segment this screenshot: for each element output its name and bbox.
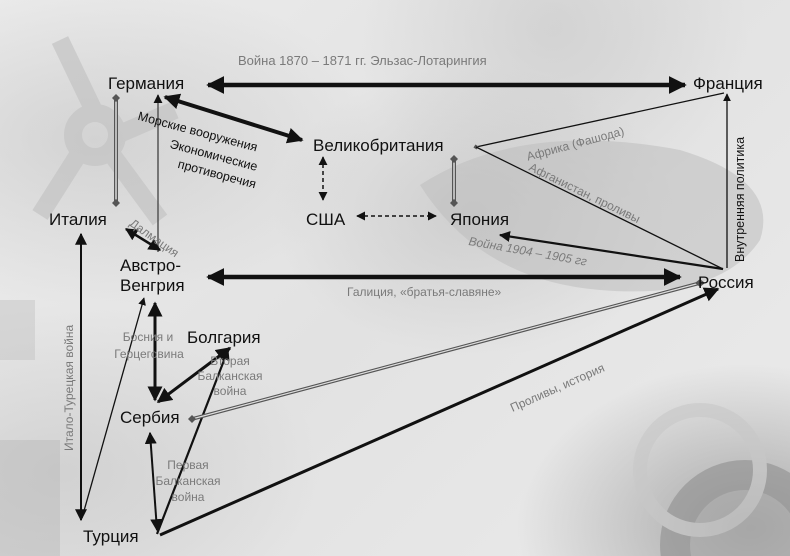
label-herzegovina: Герцеговина [114,347,184,361]
node-serbia: Сербия [120,408,180,427]
edge-serbia-russia-alliance [188,279,705,423]
edge-britain-japan-alliance [450,155,458,207]
node-bulgaria: Болгария [187,328,261,347]
edge-italy-austria [124,227,162,252]
label-second-balkan-1: Вторая [210,354,250,368]
edge-turkey-bulgaria [155,348,230,535]
edge-britain-france [473,92,725,150]
label-bosnia: Босния и [122,330,174,344]
label-first-balkan-3: война [171,490,205,504]
label-italo-turkish-war: Итало-Турецкая война [62,324,76,451]
edge-russia-japan [498,231,724,271]
edge-turkey-austria [81,297,146,519]
label-war-1870: Война 1870 – 1871 гг. Эльзас-Лотарингия [238,53,487,68]
node-austria-hungary-line1: Австро- [120,256,182,275]
label-second-balkan-2: Балканская [197,369,263,383]
label-internal-policy: Внутренняя политика [733,136,747,262]
node-italy: Италия [49,210,107,229]
node-usa: США [306,210,346,229]
edge-serbia-turkey [144,431,163,532]
edge-britain-russia [475,146,724,270]
label-first-balkan-1: Первая [167,458,209,472]
node-britain: Великобритания [313,136,444,155]
label-galicia: Галиция, «братья-славяне» [347,285,502,299]
node-turkey: Турция [83,527,139,546]
node-germany: Германия [108,74,185,93]
gear-icon [633,403,790,556]
node-russia: Россия [698,273,754,292]
node-japan: Япония [450,210,510,229]
edge-turkey-russia [159,287,720,537]
node-france: Франция [693,74,763,93]
gear-icon [0,300,60,556]
edge-germany-italy-alliance [112,94,120,207]
node-austria-hungary-line2: Венгрия [120,276,185,295]
label-first-balkan-2: Балканская [155,474,221,488]
airship-icon [420,140,764,292]
edge-serbia-bulgaria [156,346,232,404]
edge-germany-britain [163,93,304,144]
label-second-balkan-3: война [213,384,247,398]
